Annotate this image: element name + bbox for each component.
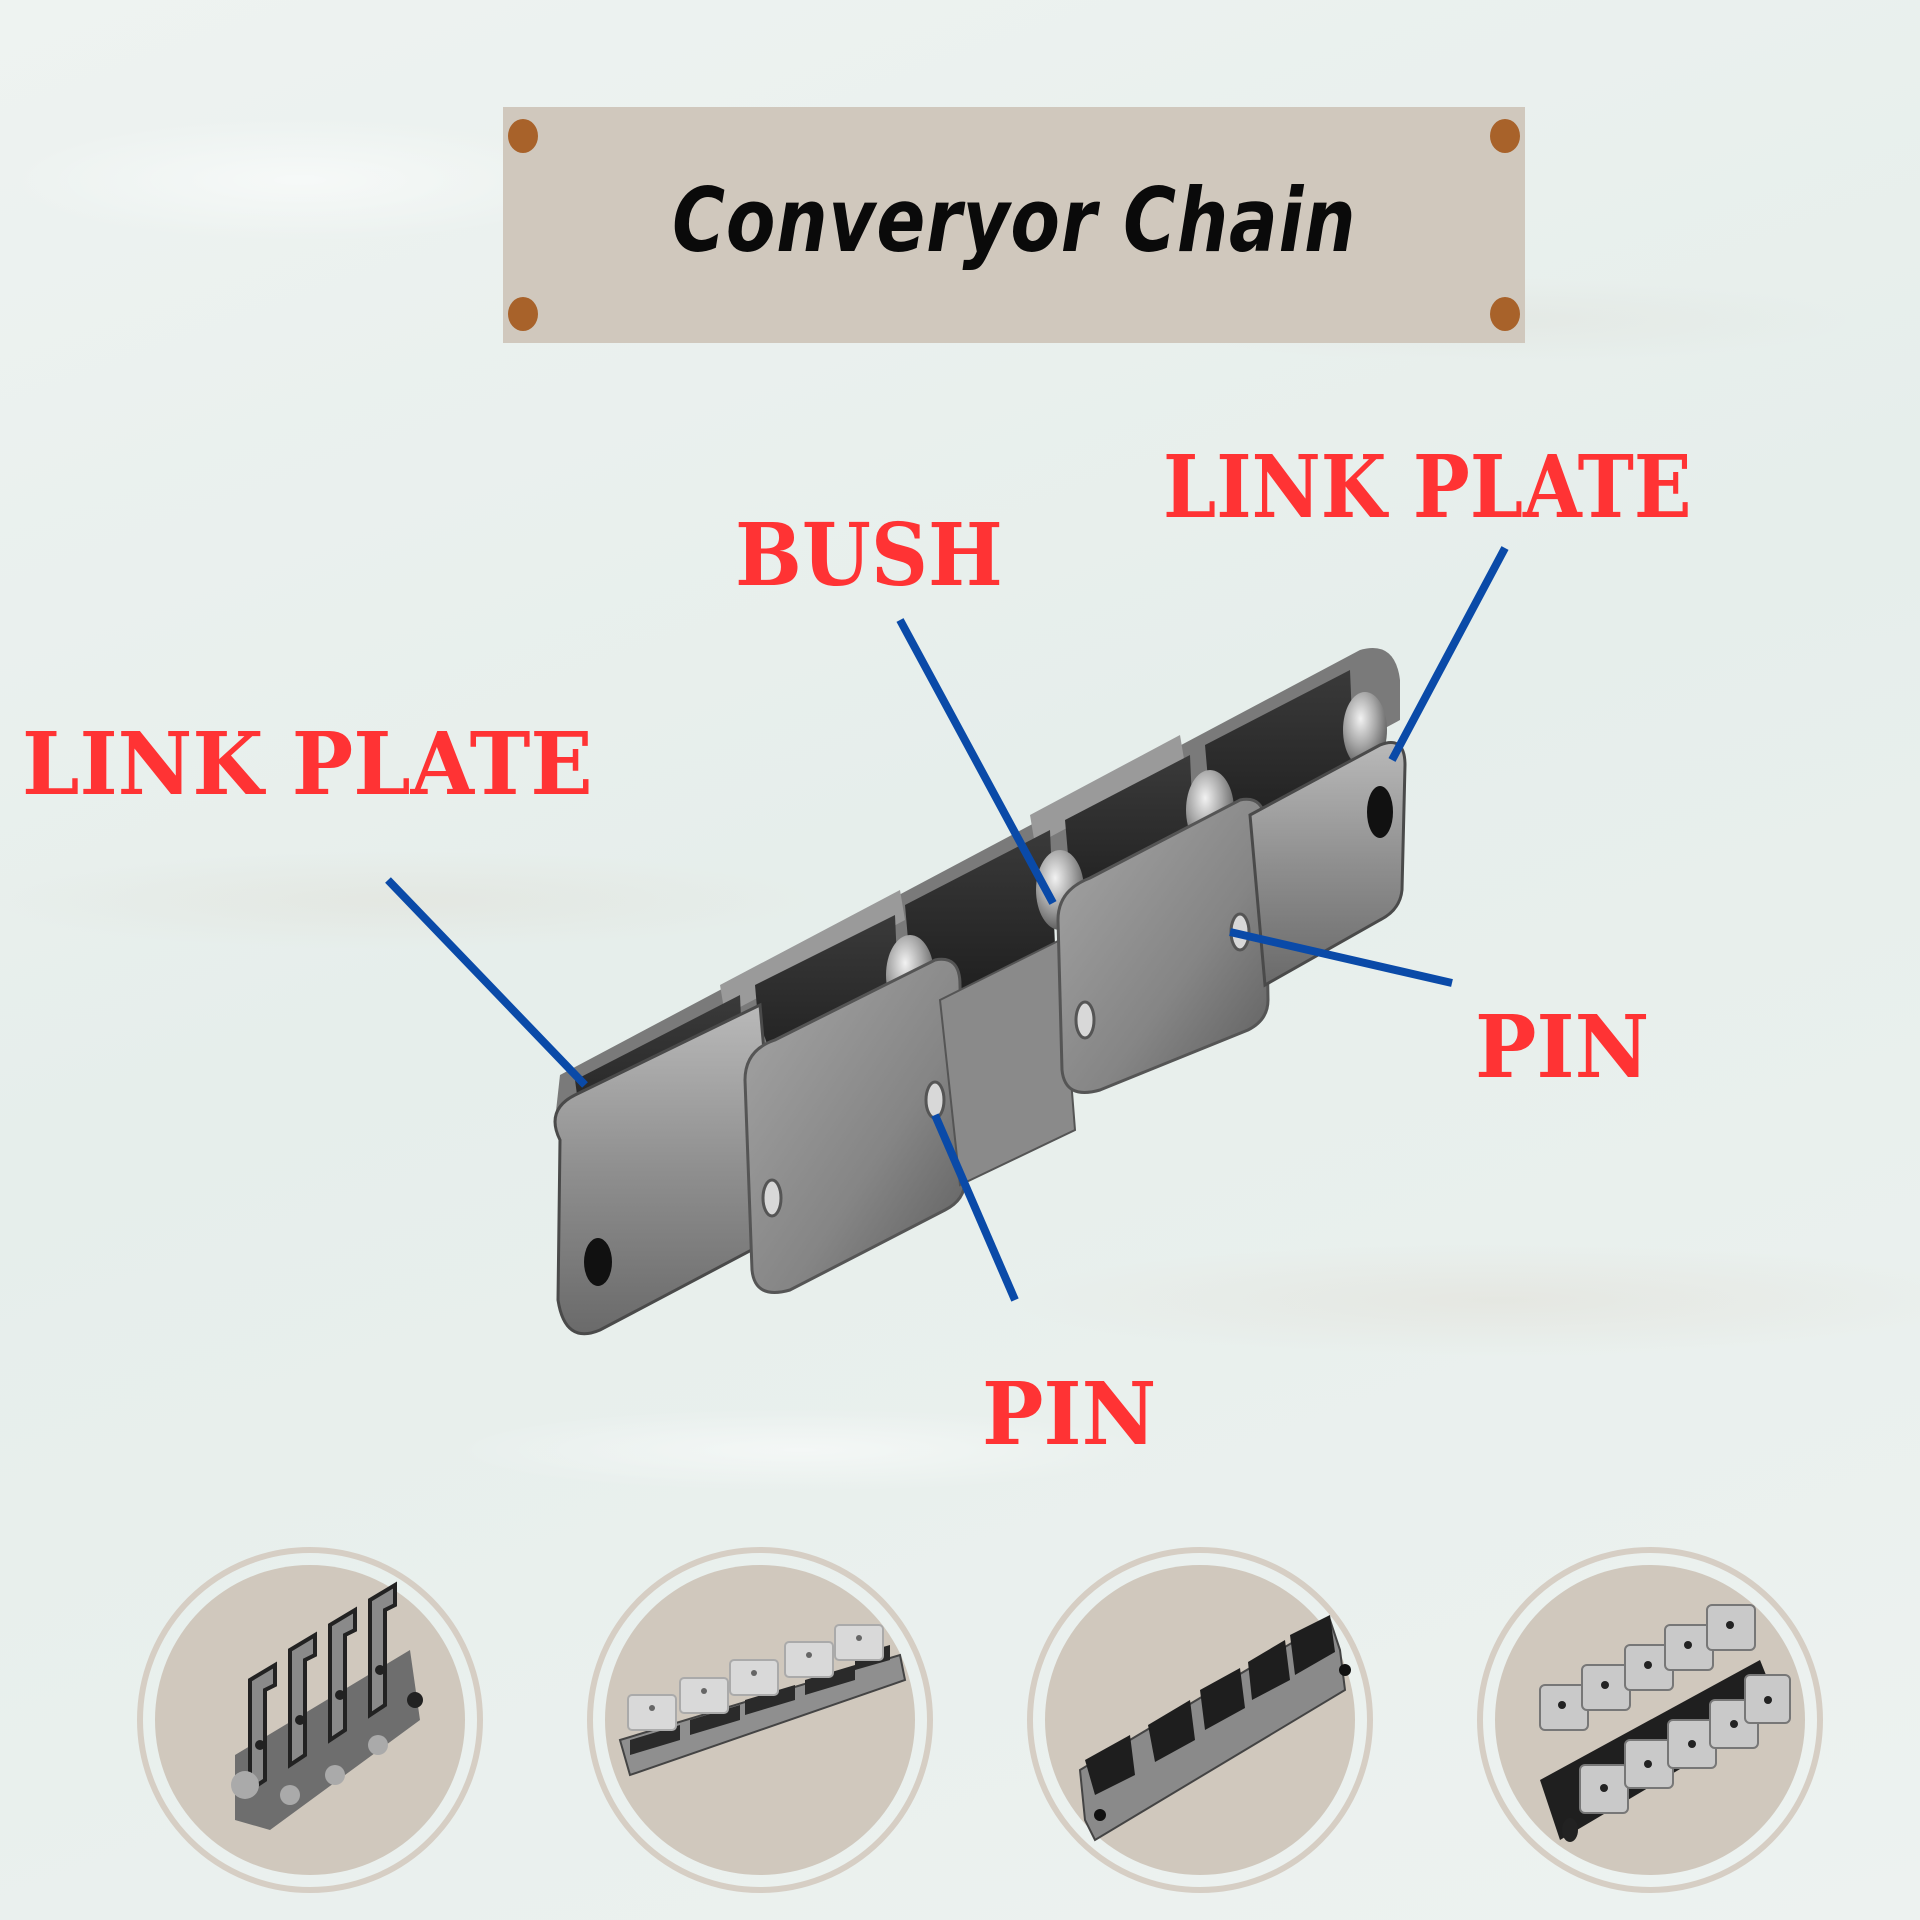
thumbnail-ring <box>1027 1547 1373 1893</box>
chain-with-double-side-attachments-icon <box>1539 1604 1791 1842</box>
pin-head <box>761 1178 783 1218</box>
title-board: Converyor Chain <box>503 107 1525 343</box>
front-link-plate-left <box>553 1002 782 1336</box>
pin-head <box>1074 1000 1096 1040</box>
nail-icon <box>508 297 538 331</box>
leader-line-link-plate-right <box>1388 546 1509 762</box>
label-link-plate-left: LINK PLATE <box>22 714 593 815</box>
thumbnail-ring <box>137 1547 483 1893</box>
label-link-plate-right: LINK PLATE <box>1163 437 1692 538</box>
nail-icon <box>1490 297 1520 331</box>
thumbnail-chain-double-attachments <box>1477 1547 1823 1893</box>
label-pin-bottom: PIN <box>982 1364 1157 1465</box>
leader-line-bush <box>896 618 1057 905</box>
chain-with-slotted-attachments-icon <box>231 1581 423 1830</box>
thumbnail-ring <box>587 1547 933 1893</box>
thumbnail-chain-slotted-attachments <box>137 1547 483 1893</box>
front-link-plate <box>1056 797 1270 1094</box>
thumbnail-plain-chain <box>1027 1547 1373 1893</box>
inner-link-plate <box>938 938 1077 1187</box>
thumbnail-ring <box>1477 1547 1823 1893</box>
label-pin-right: PIN <box>1475 997 1650 1098</box>
label-bush: BUSH <box>735 505 1003 606</box>
thumbnail-chain-bent-attachments <box>587 1547 933 1893</box>
leader-line-pin-bottom <box>931 1113 1019 1302</box>
page-title: Converyor Chain <box>671 168 1357 272</box>
plain-conveyor-chain-icon <box>1078 1615 1351 1842</box>
nail-icon <box>1490 119 1520 153</box>
leader-line-pin-right <box>1229 928 1453 987</box>
front-link-plate-right <box>1248 741 1407 988</box>
nail-icon <box>508 119 538 153</box>
chain-with-bent-top-attachments-icon <box>618 1624 907 1777</box>
leader-line-link-plate-left <box>385 877 588 1088</box>
